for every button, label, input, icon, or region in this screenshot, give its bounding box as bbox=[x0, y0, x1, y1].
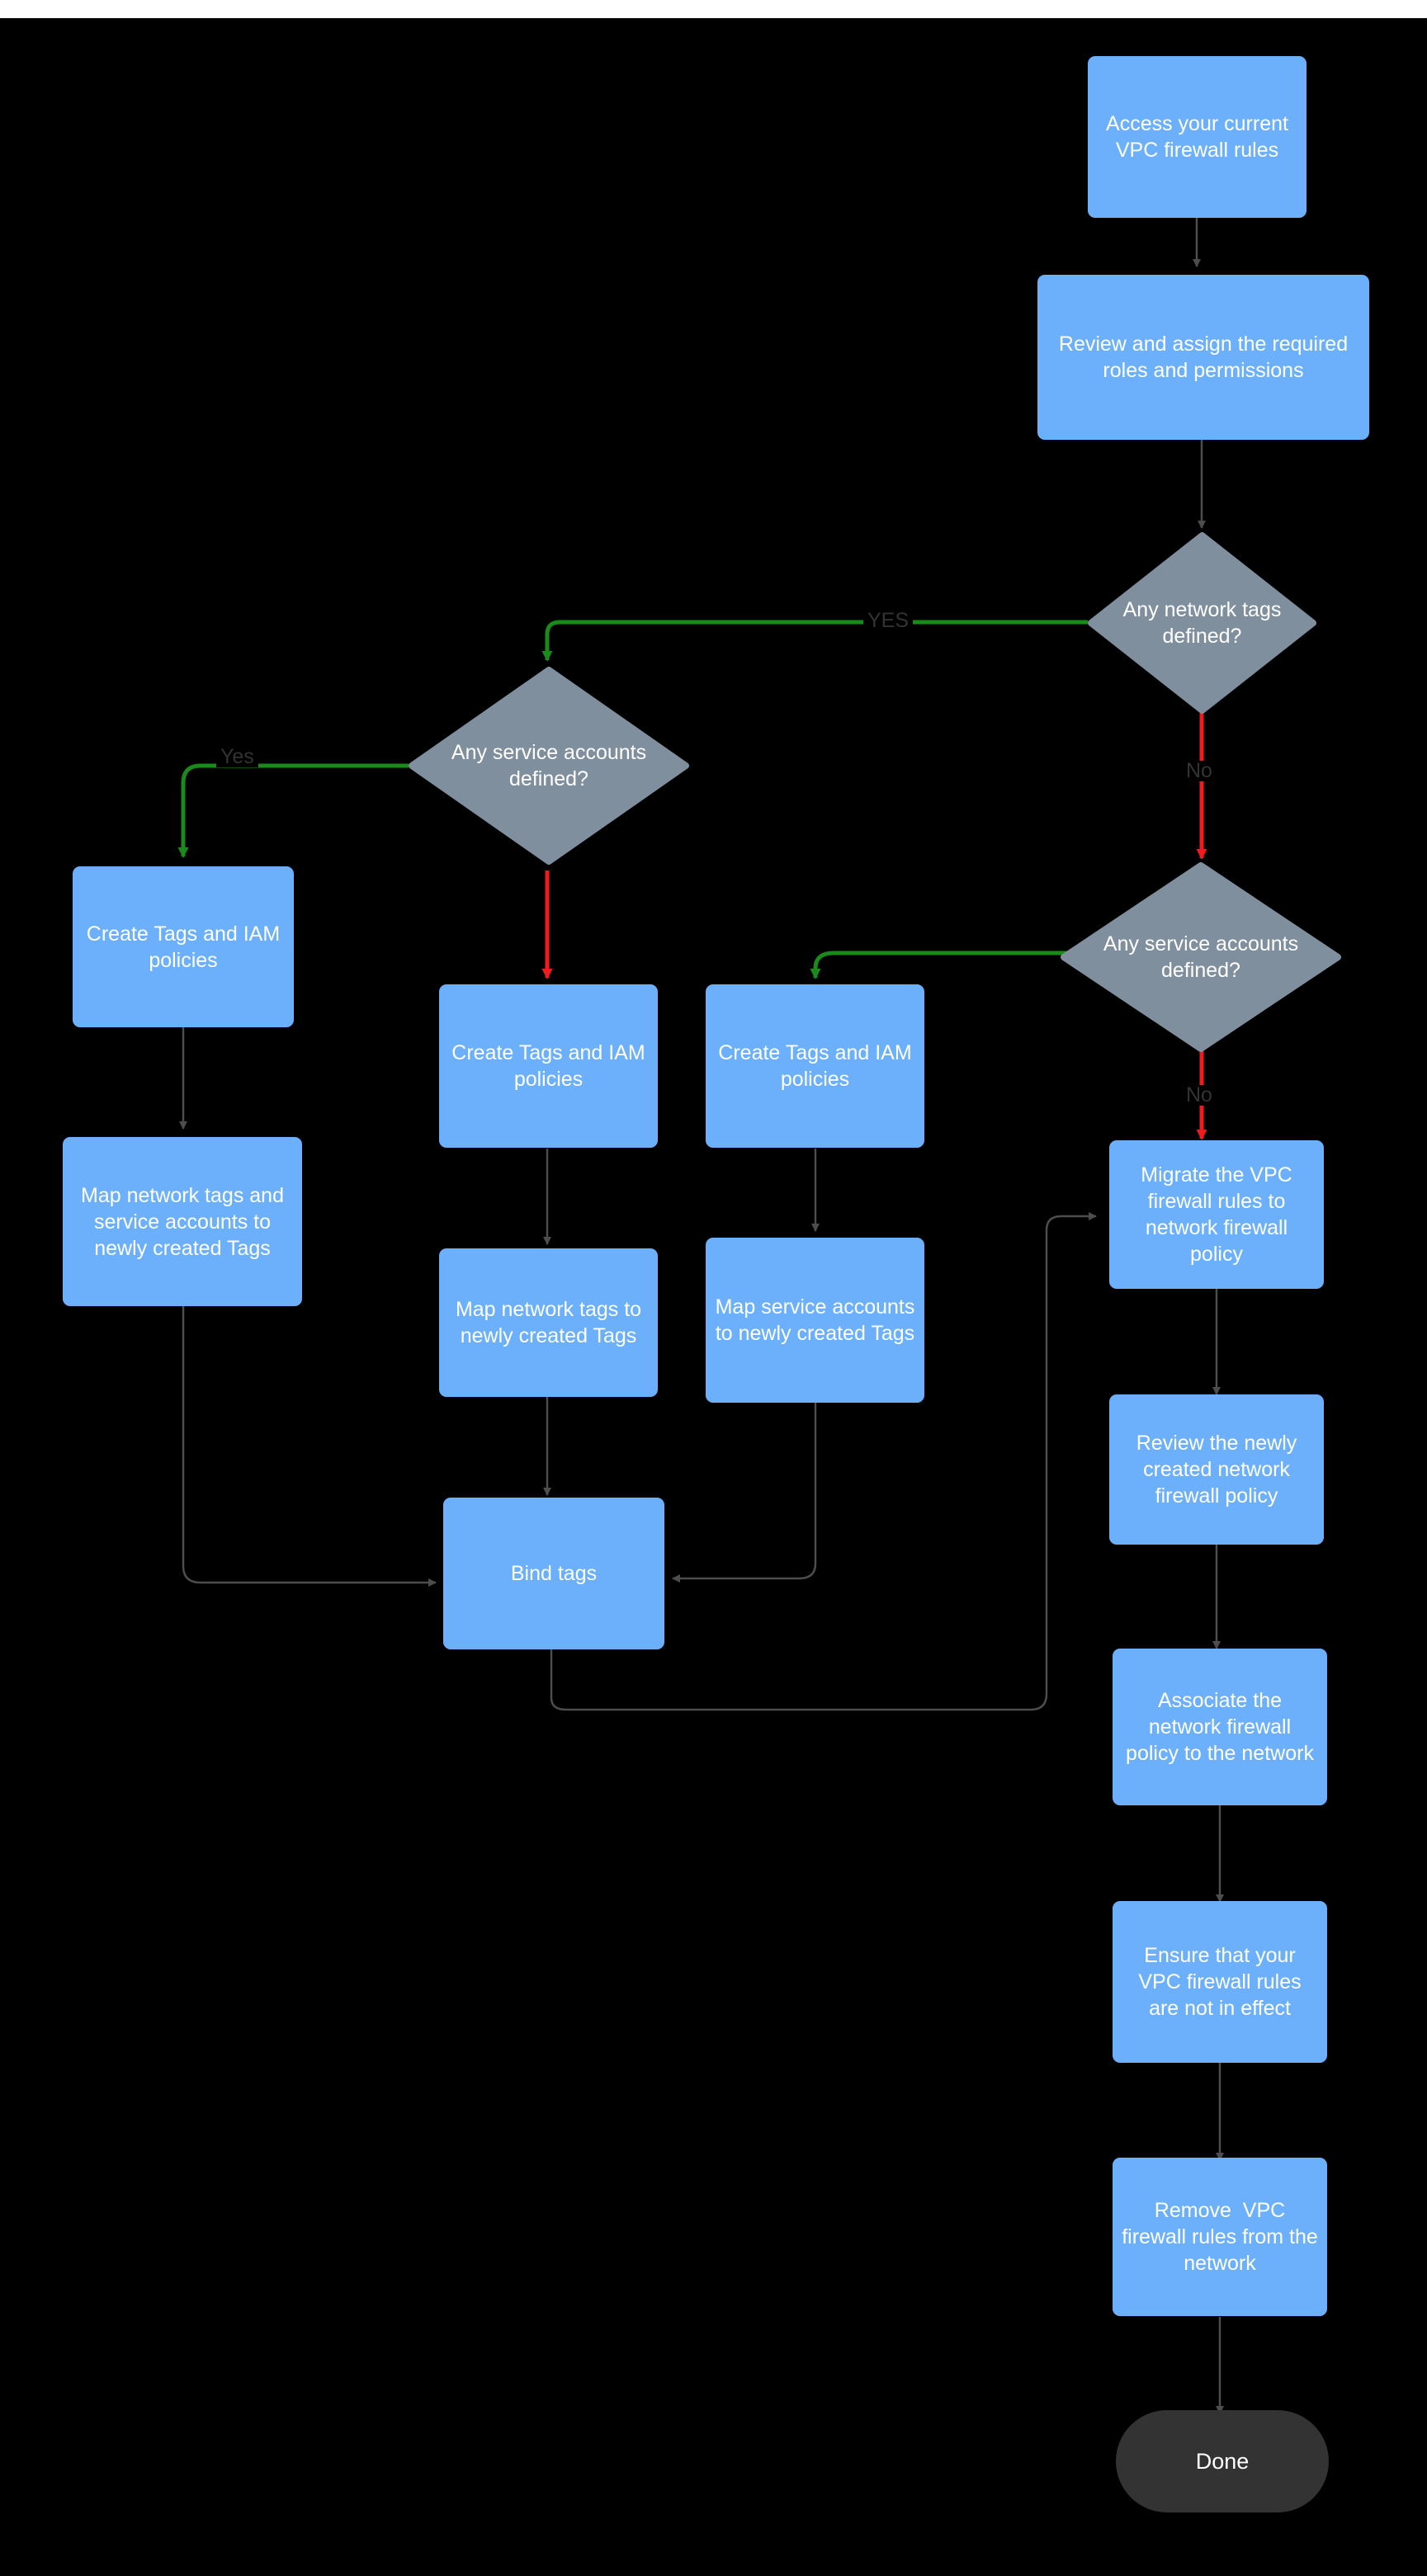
node-map-network-tags[interactable]: Map network tags to newly created Tags bbox=[439, 1248, 658, 1397]
node-label: Remove VPC firewall rules from the netwo… bbox=[1122, 2199, 1324, 2275]
node-label: Map network tags and service accounts to… bbox=[81, 1183, 290, 1260]
node-map-network-tags-and-service-accounts[interactable]: Map network tags and service accounts to… bbox=[63, 1137, 302, 1306]
edge-label-service-accounts-left-yes: Yes bbox=[216, 747, 258, 767]
node-review-roles[interactable]: Review and assign the required roles and… bbox=[1037, 275, 1369, 440]
node-label: Done bbox=[1195, 2448, 1250, 2474]
node-label: Map network tags to newly created Tags bbox=[455, 1298, 648, 1347]
node-done[interactable]: Done bbox=[1116, 2410, 1329, 2512]
node-label: Bind tags bbox=[510, 1562, 598, 1585]
edge-label-network-tags-yes: YES bbox=[863, 611, 914, 631]
node-map-service-accounts[interactable]: Map service accounts to newly created Ta… bbox=[706, 1238, 924, 1403]
node-create-tags-iam-right[interactable]: Create Tags and IAM policies bbox=[706, 984, 924, 1148]
node-label: Any service accounts defined? bbox=[451, 741, 653, 790]
node-label: Ensure that your VPC firewall rules are … bbox=[1138, 1944, 1307, 2020]
diamond-shape bbox=[409, 667, 689, 865]
node-bind-tags[interactable]: Bind tags bbox=[443, 1498, 664, 1649]
node-any-service-accounts-defined-left[interactable]: Any service accounts defined? bbox=[409, 667, 689, 865]
node-label: Migrate the VPC firewall rules to networ… bbox=[1141, 1163, 1298, 1266]
node-label: Create Tags and IAM policies bbox=[86, 922, 286, 972]
node-label: Create Tags and IAM policies bbox=[451, 1041, 651, 1091]
left-black-margin bbox=[0, 18, 10, 2576]
node-remove-vpc-rules[interactable]: Remove VPC firewall rules from the netwo… bbox=[1113, 2158, 1327, 2316]
node-any-service-accounts-defined-right[interactable]: Any service accounts defined? bbox=[1061, 862, 1341, 1052]
node-label: Associate the network firewall policy to… bbox=[1126, 1689, 1314, 1765]
edge-label-network-tags-no: No bbox=[1182, 761, 1217, 781]
node-label: Create Tags and IAM policies bbox=[718, 1041, 918, 1091]
node-label: Map service accounts to newly created Ta… bbox=[715, 1295, 927, 1345]
node-access-rules[interactable]: Access your current VPC firewall rules bbox=[1088, 56, 1307, 218]
edge-label-service-accounts-right-no: No bbox=[1182, 1085, 1217, 1106]
node-label: Any service accounts defined? bbox=[1103, 932, 1305, 982]
diamond-shape bbox=[1088, 532, 1316, 714]
node-create-tags-iam-mid[interactable]: Create Tags and IAM policies bbox=[439, 984, 658, 1148]
diamond-shape bbox=[1061, 862, 1341, 1052]
node-review-policy[interactable]: Review the newly created network firewal… bbox=[1109, 1394, 1324, 1545]
node-label: Access your current VPC firewall rules bbox=[1106, 112, 1294, 162]
node-ensure-rules-not-in-effect[interactable]: Ensure that your VPC firewall rules are … bbox=[1113, 1901, 1327, 2063]
node-label: Review the newly created network firewal… bbox=[1136, 1432, 1303, 1507]
node-migrate-rules[interactable]: Migrate the VPC firewall rules to networ… bbox=[1109, 1140, 1324, 1289]
node-create-tags-iam-left[interactable]: Create Tags and IAM policies bbox=[73, 866, 294, 1027]
node-label: Review and assign the required roles and… bbox=[1058, 333, 1354, 382]
top-white-margin bbox=[0, 0, 1427, 18]
node-any-network-tags-defined[interactable]: Any network tags defined? bbox=[1088, 532, 1316, 714]
node-associate-policy[interactable]: Associate the network firewall policy to… bbox=[1113, 1649, 1327, 1805]
node-label: Any network tags defined? bbox=[1122, 598, 1288, 648]
